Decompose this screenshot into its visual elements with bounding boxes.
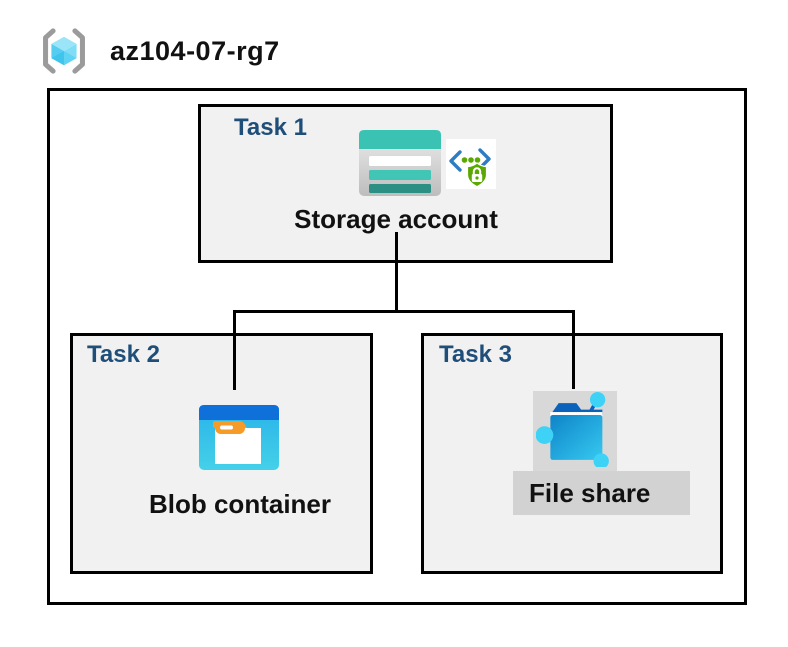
resource-group-header: az104-07-rg7	[38, 22, 280, 80]
connector-horizontal	[233, 310, 575, 313]
file-share-label: File share	[529, 478, 651, 508]
task1-label: Task 1	[234, 114, 307, 141]
connector-to-file-share	[572, 310, 575, 389]
storage-account-label: Storage account	[294, 204, 498, 234]
blob-container-label: Blob container	[148, 489, 331, 519]
blob-container-icon	[199, 405, 279, 470]
connector-to-blob-container	[233, 310, 236, 390]
storage-account-icon	[359, 130, 441, 196]
file-share-icon	[536, 391, 609, 467]
task3-label: Task 3	[439, 341, 512, 368]
resource-group-name: az104-07-rg7	[110, 35, 280, 66]
task2-label: Task 2	[87, 341, 160, 368]
task2-box: Task 2 Blob container	[70, 333, 373, 574]
file-share-label-background: File share	[513, 471, 690, 515]
secure-access-lock-icon	[446, 139, 496, 189]
task1-box: Task 1	[198, 104, 613, 263]
resource-group-icon	[43, 28, 85, 74]
connector-storage-stem	[395, 232, 398, 312]
